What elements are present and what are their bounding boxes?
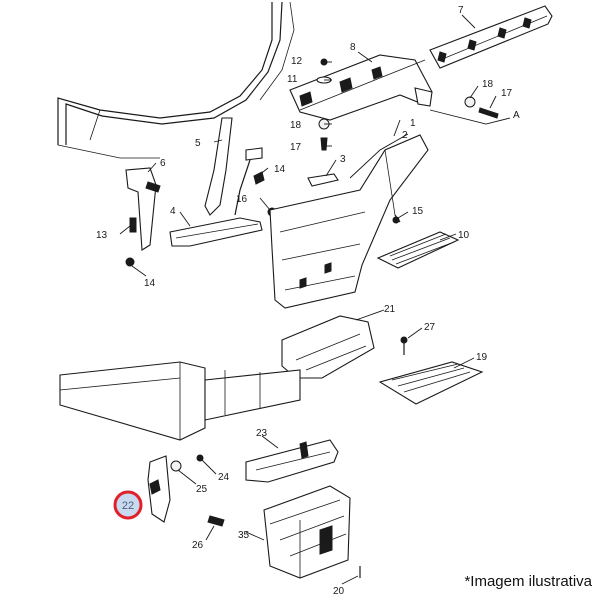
callout-22-ring: [113, 490, 143, 520]
callout-5: 5: [195, 138, 201, 149]
part-5-strap: [204, 117, 265, 216]
callout-a: A: [513, 110, 520, 121]
callout-13: 13: [96, 230, 108, 241]
callout-23: 23: [256, 428, 268, 439]
part-7-rail: [429, 5, 553, 69]
callout-3: 3: [340, 154, 346, 165]
callout-7: 7: [458, 5, 464, 16]
callout-11: 11: [287, 74, 298, 85]
callout-22: 22: [122, 500, 134, 512]
part-21-step-housing: [281, 315, 375, 379]
part-1-rocker-panel: [269, 134, 429, 309]
part-10-step-pad: [376, 216, 460, 269]
part-19-step-pad: [378, 361, 484, 405]
leader-lines: [119, 14, 511, 585]
part-4-crossbar: [169, 207, 277, 247]
callout-16: 16: [236, 194, 248, 205]
part-35-step-box: [263, 485, 361, 579]
callout-18-right: 18: [482, 79, 494, 90]
part-3-clip: [307, 173, 339, 187]
fastener-right-pair: [464, 96, 499, 119]
callout-1: 1: [410, 118, 416, 129]
callout-22-highlight[interactable]: 22: [113, 490, 143, 520]
callout-6: 6: [160, 158, 166, 169]
lower-frame-rail: [59, 361, 301, 441]
callout-35: 35: [238, 530, 250, 541]
fastener-group-lower: [170, 454, 225, 527]
callout-14-upper: 14: [274, 164, 286, 175]
callout-17-center: 17: [290, 142, 302, 153]
callout-19: 19: [476, 352, 488, 363]
callout-25: 25: [196, 484, 208, 495]
part-8-bracket: [289, 54, 433, 121]
callout-27: 27: [424, 322, 436, 333]
part-6-bracket: [125, 167, 161, 267]
callout-24: 24: [218, 472, 230, 483]
callout-15: 15: [412, 206, 424, 217]
callout-2: 2: [402, 130, 408, 141]
callout-4: 4: [170, 206, 176, 217]
door-frame-outline: [57, 1, 295, 159]
callout-14-lower: 14: [144, 278, 156, 289]
part-22-bracket: [147, 455, 171, 523]
illustrative-image-note: *Imagem ilustrativa: [464, 573, 592, 590]
callout-26: 26: [192, 540, 204, 551]
callout-20: 20: [333, 586, 345, 597]
callout-21: 21: [384, 304, 396, 315]
callout-12: 12: [291, 56, 303, 67]
part-23-bracket: [245, 439, 339, 483]
callout-8: 8: [350, 42, 356, 53]
callout-labels: 7 8 12 11 18 17 18 17 A 1 2 5 6 14 3 16 …: [96, 5, 520, 597]
part-27-bolt: [400, 336, 408, 355]
callout-18-center: 18: [290, 120, 302, 131]
callout-17-right: 17: [501, 88, 513, 99]
callout-10: 10: [458, 230, 470, 241]
